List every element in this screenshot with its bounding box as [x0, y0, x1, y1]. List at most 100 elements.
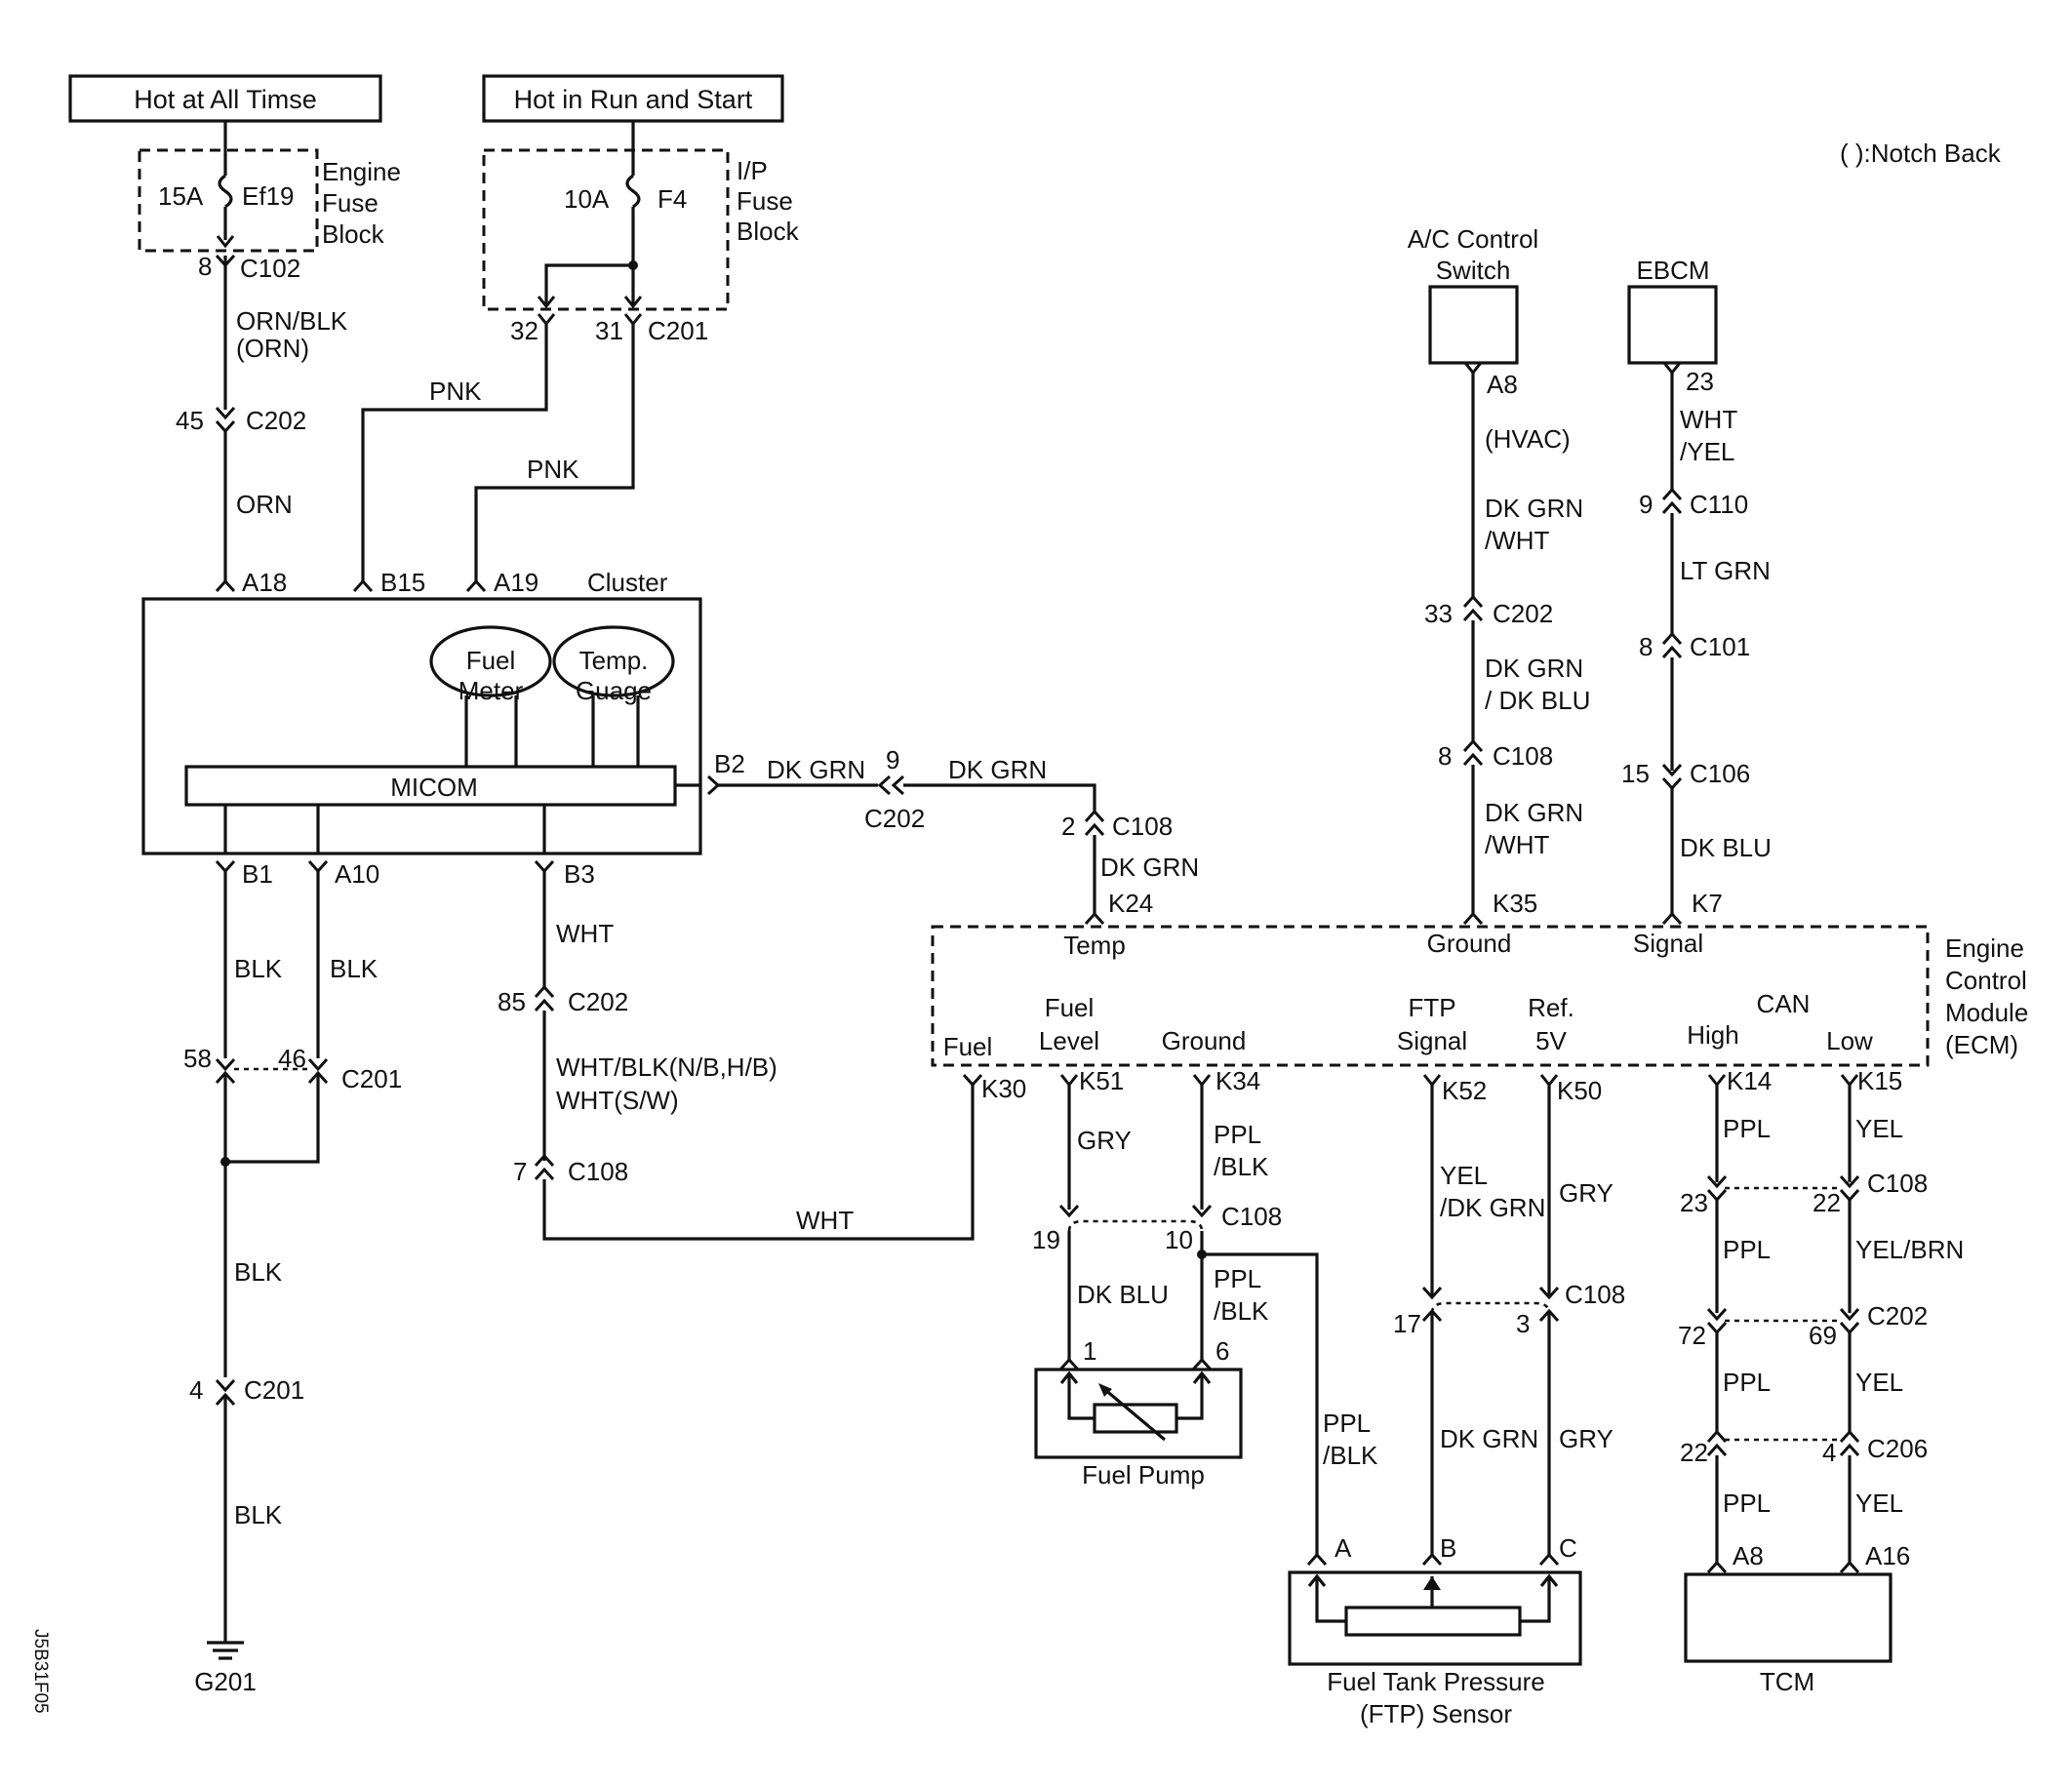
connector-c108-f: C108 — [1867, 1169, 1928, 1198]
ebcm-pin-23: 23 — [1686, 367, 1714, 396]
c110-pin-9: 9 — [1639, 490, 1653, 519]
wire-label-ppl-blk-1b: /BLK — [1214, 1152, 1269, 1181]
engine-fuse-label-3: Block — [322, 219, 385, 249]
ftp-pin-c: C — [1559, 1533, 1577, 1563]
notch-back-legend: ( ):Notch Back — [1840, 139, 2002, 168]
wire-label-wht-1: WHT — [556, 919, 614, 948]
ecm-can-low-label: Low — [1826, 1026, 1873, 1055]
wire-label-dk-grn-2: DK GRN — [948, 755, 1047, 784]
connector-c202: C202 — [246, 406, 306, 435]
ecm-ftp-label-2: Signal — [1397, 1026, 1467, 1055]
pin-b1: B1 — [242, 859, 273, 889]
pin-k30: K30 — [981, 1074, 1026, 1103]
connector-c206: C206 — [1867, 1434, 1928, 1463]
wire-label-orn-blk: ORN/BLK — [236, 306, 348, 336]
hot-in-run-block: Hot in Run and Start — [482, 74, 784, 123]
wire-label-wht-2: WHT — [796, 1206, 854, 1235]
wire-label-orn: (ORN) — [236, 334, 309, 363]
ebcm: EBCM 23 WHT /YEL 9 C110 LT GRN 8 C101 15… — [1621, 256, 1772, 926]
wire-label-hvac: (HVAC) — [1485, 424, 1571, 454]
wire-label-ppl-2: PPL — [1723, 1235, 1771, 1264]
pin-a18: A18 — [242, 568, 287, 597]
wire-label-blk-3: BLK — [234, 1257, 283, 1287]
connector-c108-d: C108 — [1221, 1202, 1282, 1231]
c101-pin-8: 8 — [1639, 632, 1653, 661]
ecm-fuel-level-label-2: Level — [1039, 1026, 1099, 1055]
wire-label-lt-grn: LT GRN — [1680, 556, 1771, 585]
pin-k34: K34 — [1215, 1066, 1260, 1095]
tcm-label: TCM — [1760, 1667, 1814, 1696]
pin-k14: K14 — [1727, 1066, 1772, 1095]
ftp-sensor-element — [1344, 1606, 1522, 1637]
connector-c108-e: C108 — [1565, 1280, 1625, 1309]
hot-at-all-times-label: Hot at All Timse — [134, 85, 317, 114]
ground-g201: G201 — [194, 1667, 257, 1696]
wire-label-blk-4: BLK — [234, 1500, 283, 1529]
c106-pin-15: 15 — [1621, 759, 1650, 788]
ecm-label-4: (ECM) — [1945, 1030, 2018, 1059]
pin-k50: K50 — [1557, 1076, 1602, 1105]
c108-pin-2: 2 — [1061, 812, 1075, 841]
ac-switch-label-2: Switch — [1436, 256, 1511, 285]
c108-pin-19: 19 — [1032, 1225, 1060, 1254]
ftp-pin-b: B — [1440, 1533, 1456, 1563]
fuse-f4-label: F4 — [657, 184, 687, 214]
ecm-label-3: Module — [1945, 998, 2028, 1027]
ftp-sensor-label: Fuel Tank Pressure — [1327, 1667, 1545, 1696]
wire-label-gry-2: GRY — [1559, 1178, 1614, 1208]
c206-pin-4: 4 — [1822, 1438, 1836, 1467]
wire-label-ppl-4: PPL — [1723, 1489, 1771, 1518]
c108-pin-23: 23 — [1680, 1188, 1708, 1217]
wire-label-pnk-2: PNK — [527, 455, 579, 484]
ecm-ground-label: Ground — [1162, 1026, 1247, 1055]
instrument-cluster: Cluster Fuel Meter Temp. Guage MICOM — [141, 568, 702, 855]
temp-gauge-label-2: Guage — [576, 676, 652, 705]
connector-c202-b: C202 — [864, 804, 925, 833]
wire-label-dk-blu-2: DK BLU — [1077, 1280, 1169, 1309]
fuel-pump-label: Fuel Pump — [1082, 1460, 1205, 1489]
engine-fuse-block: 15A Ef19 Engine Fuse Block — [138, 121, 401, 253]
wire-label-yel-dkgrn-b: /DK GRN — [1440, 1193, 1545, 1222]
wire-label-dk-grn-wht-1b: /WHT — [1485, 526, 1550, 555]
wire-label-pnk-1: PNK — [429, 377, 482, 406]
connector-c201-mid: C201 — [341, 1064, 402, 1093]
c108-pin-3: 3 — [1516, 1309, 1530, 1338]
wire-label-dk-grn-wht-2b: /WHT — [1485, 830, 1550, 859]
wire-label-ppl-blk-3b: /BLK — [1323, 1441, 1378, 1470]
connector-c110: C110 — [1690, 490, 1748, 519]
wire-label-gry-1: GRY — [1077, 1126, 1132, 1155]
connector-c108-b: C108 — [568, 1157, 628, 1186]
engine-fuse-label: Engine — [322, 157, 401, 186]
temp-gauge — [552, 625, 675, 697]
tcm-pin-a8: A8 — [1733, 1541, 1764, 1570]
ftp-sensor-label-2: (FTP) Sensor — [1360, 1699, 1512, 1728]
can-bus-circuit: K14 K15 PPL YEL 23 22 C108 PPL YEL/BRN 7… — [1678, 1066, 1964, 1574]
ecm-can-high-label: High — [1687, 1020, 1738, 1050]
pin-b2: B2 — [714, 749, 745, 778]
tcm-pin-a16: A16 — [1865, 1541, 1910, 1570]
pin-k24: K24 — [1108, 889, 1153, 918]
wire-label-wht-yel: WHT — [1680, 405, 1737, 434]
engine-fuse-label-2: Fuse — [322, 188, 379, 218]
wire-label-dk-grn-4: DK GRN — [1440, 1424, 1538, 1453]
wire-orn-blk: 8 C102 ORN/BLK (ORN) 45 C202 ORN A18 — [176, 252, 348, 597]
ecm-fuel-level-label: Fuel — [1045, 993, 1095, 1022]
ecm-label: Engine — [1945, 933, 2024, 963]
drawing-code: J5B31F05 — [30, 1629, 51, 1714]
tcm: TCM — [1684, 1572, 1893, 1696]
c202-pin-9: 9 — [886, 745, 899, 774]
wire-label-dk-grn-wht-1: DK GRN — [1485, 494, 1583, 523]
wire-wht-fuel: WHT 85 C202 WHT/BLK(N/B,H/B) WHT(S/W) 7 … — [498, 871, 1026, 1241]
pin-k15: K15 — [1857, 1066, 1902, 1095]
ecm-ref-label-2: 5V — [1535, 1026, 1567, 1055]
c202-pin-69: 69 — [1809, 1321, 1837, 1350]
wire-label-ppl-blk-2b: /BLK — [1214, 1296, 1269, 1326]
c201-pin-46: 46 — [278, 1044, 306, 1073]
wire-pnk: 32 31 C201 PNK PNK B15 A19 — [352, 313, 708, 597]
ecm-fuel-label: Fuel — [943, 1032, 993, 1061]
fuel-pump-pin-1: 1 — [1083, 1336, 1096, 1366]
wire-label-dk-grn-1: DK GRN — [767, 755, 865, 784]
connector-c201-low: C201 — [244, 1375, 304, 1405]
c108-pin-8: 8 — [1438, 741, 1452, 771]
